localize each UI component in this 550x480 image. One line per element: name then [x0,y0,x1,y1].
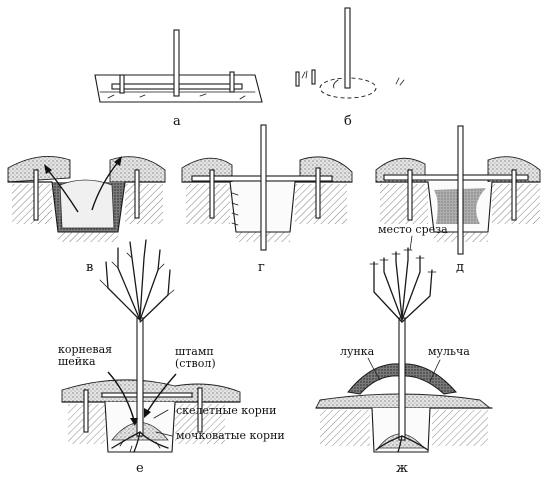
panel-e-label: е [136,461,144,476]
panel-v-drawing [7,155,166,242]
panel-e-drawing [61,239,241,453]
panel-zh-drawing [315,235,493,453]
panel-zh-label: ж [396,461,408,476]
panel-v-label: в [86,260,94,275]
annotation-cut-place: место среза [378,223,448,236]
panel-d-drawing [375,125,541,255]
panel-b-label: б [344,114,352,129]
panel-g-drawing [181,124,353,251]
annotation-root-collar: корневая шейка [58,343,113,368]
annotation-fibrous-roots: мочковатые корни [176,429,285,442]
panel-a-label: а [173,114,181,129]
annotation-stem: штамп (ствол) [175,345,216,370]
panel-d-label: д [456,260,465,275]
annotation-hole: лунка [340,345,375,358]
annotation-skeletal-roots: скелетные корни [176,404,277,417]
panel-b-drawing [290,7,405,106]
annotation-mulch: мульча [428,345,470,358]
panel-a-drawing [94,29,263,103]
panel-g-label: г [258,260,265,275]
